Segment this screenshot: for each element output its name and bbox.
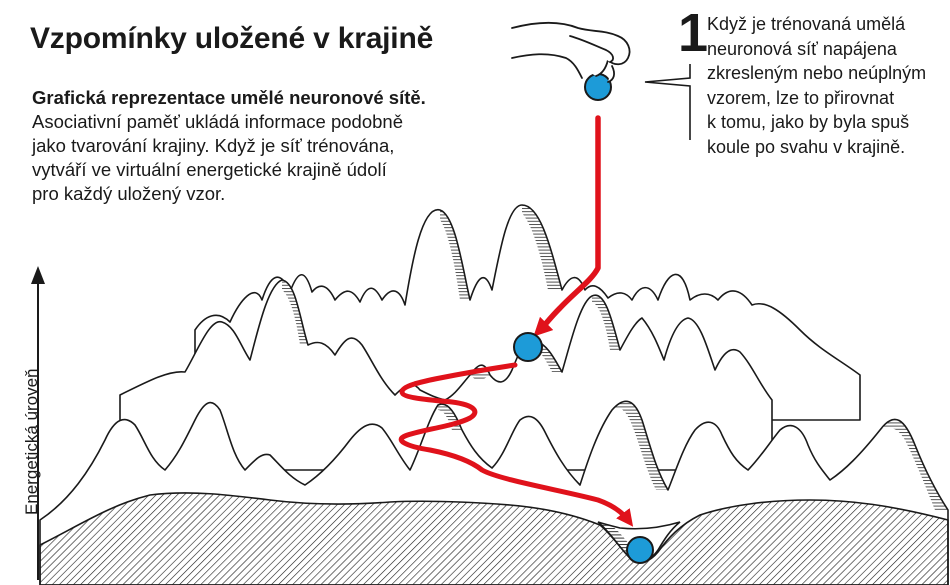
ball-icon (626, 536, 654, 564)
step-line: Když je trénovaná umělá (707, 14, 906, 34)
ball-icon (513, 332, 543, 362)
step-line: neuronová síť napájena (707, 38, 897, 59)
hand-icon (511, 21, 631, 83)
intro-subtitle: Grafická reprezentace umělé neuronové sí… (32, 87, 426, 108)
intro-line: pro každý uložený vzor. (32, 183, 226, 204)
ball-icon (584, 73, 612, 101)
step-line: zkresleným nebo neúplným (707, 63, 927, 83)
intro-line: Asociativní paměť ukládá informace podob… (32, 111, 403, 132)
descent-path-lower (398, 362, 634, 527)
descent-path (533, 115, 601, 337)
intro-line: vytváří ve virtuální energetické krajině… (32, 159, 387, 180)
step-line: k tomu, jako by byla spuš (707, 112, 910, 132)
y-axis-label: Energetická úroveň (22, 368, 41, 515)
energy-axis (31, 266, 45, 580)
page-title: Vzpomínky uložené v krajině (30, 22, 434, 55)
arrow-up-icon (31, 266, 45, 284)
ground-plane (39, 492, 949, 585)
intro-text: Grafická reprezentace umělé neuronové sí… (32, 86, 532, 206)
step-line: vzorem, lze to přirovnat (707, 87, 895, 108)
step-number: 1 (678, 3, 709, 63)
step-line: koule po svahu v krajině. (707, 136, 906, 157)
callout-bracket (644, 64, 691, 140)
step-caption: Když je trénovaná umělá neuronová síť na… (707, 12, 950, 159)
intro-line: jako tvarování krajiny. Když je síť trén… (32, 135, 395, 156)
